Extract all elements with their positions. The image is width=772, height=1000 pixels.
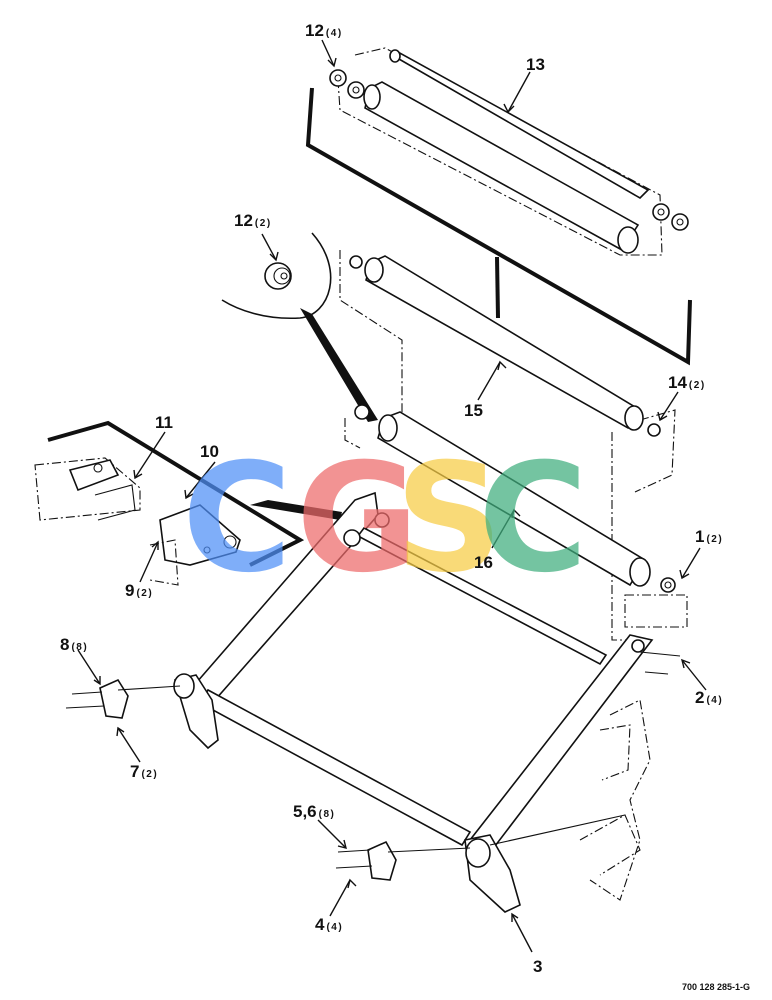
watermark-letter-1: C	[182, 432, 292, 606]
clamp-hardware	[65, 651, 681, 881]
drawing-number: 700 128 285-1-G	[682, 982, 750, 992]
side-bracket-assembly	[34, 420, 342, 586]
phantom-side-frame	[489, 699, 651, 901]
watermark-letter-4: C	[478, 432, 588, 606]
callout-11: 11	[155, 413, 173, 432]
watermark-letter-3: S	[395, 432, 503, 606]
callout-14: 14(2)	[668, 373, 706, 392]
callout-12-mid: 12(2)	[234, 211, 272, 230]
callout-7: 7(2)	[130, 762, 158, 781]
bearing-detail-bubble	[221, 232, 378, 422]
callout-16: 16	[474, 553, 493, 572]
main-frame	[173, 491, 654, 913]
leader-arrows	[77, 39, 707, 953]
callout-12-top: 12(4)	[305, 21, 343, 40]
callout-13: 13	[526, 55, 545, 74]
lower-roller	[344, 404, 688, 641]
callout-3: 3	[533, 957, 542, 976]
callout-15: 15	[464, 401, 483, 420]
callout-5-6: 5,6(8)	[293, 802, 335, 821]
callout-2: 2(4)	[695, 688, 723, 707]
callout-8: 8(8)	[60, 635, 88, 654]
callout-9: 9(2)	[125, 581, 153, 600]
callout-1: 1(2)	[695, 527, 723, 546]
watermark-letter-2: G	[296, 432, 419, 606]
callout-4: 4(4)	[315, 915, 343, 934]
callout-labels: 12(4) 13 12(2) 14(2) 15 11 10 16 1(2) 9(…	[60, 21, 723, 976]
watermark: C G S C	[182, 432, 588, 606]
callout-10: 10	[200, 442, 219, 461]
upper-roller-assembly	[305, 47, 692, 366]
middle-roller	[339, 250, 676, 493]
